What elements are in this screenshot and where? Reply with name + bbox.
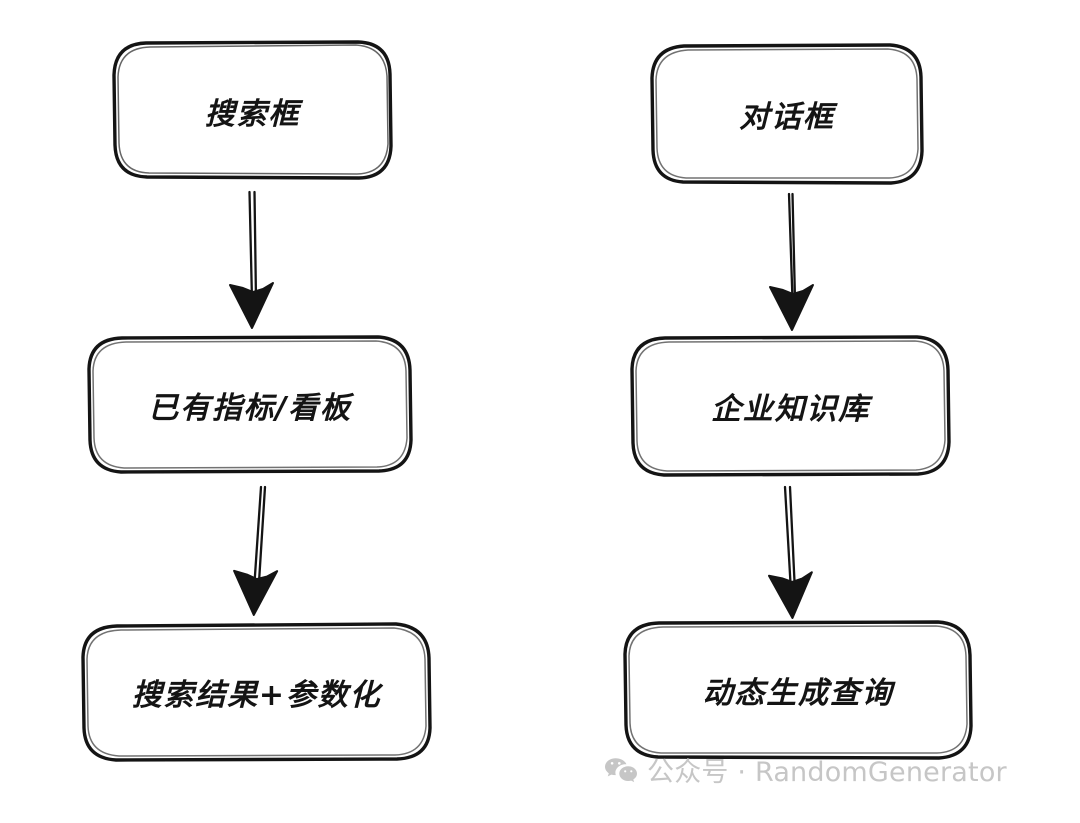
- node-dialog-box-shape[interactable]: [650, 43, 924, 185]
- edge-dialog-box-to-knowledge-base: [769, 192, 814, 331]
- node-knowledge-base-shape[interactable]: [630, 335, 951, 477]
- edge-search-box-to-existing-metrics: [229, 190, 274, 329]
- wechat-icon: [605, 758, 637, 783]
- node-search-box-shape[interactable]: [112, 40, 393, 180]
- node-existing-metrics-shape[interactable]: [87, 335, 413, 474]
- edge-knowledge-base-to-dynamic-query: [767, 485, 815, 620]
- watermark: 公众号 · RandomGenerator: [604, 757, 1007, 787]
- node-dynamic-query-shape[interactable]: [623, 620, 973, 760]
- watermark-text: 公众号 · RandomGenerator: [647, 756, 1007, 788]
- node-search-results-shape[interactable]: [81, 622, 432, 762]
- edge-existing-metrics-to-search-results: [230, 485, 279, 618]
